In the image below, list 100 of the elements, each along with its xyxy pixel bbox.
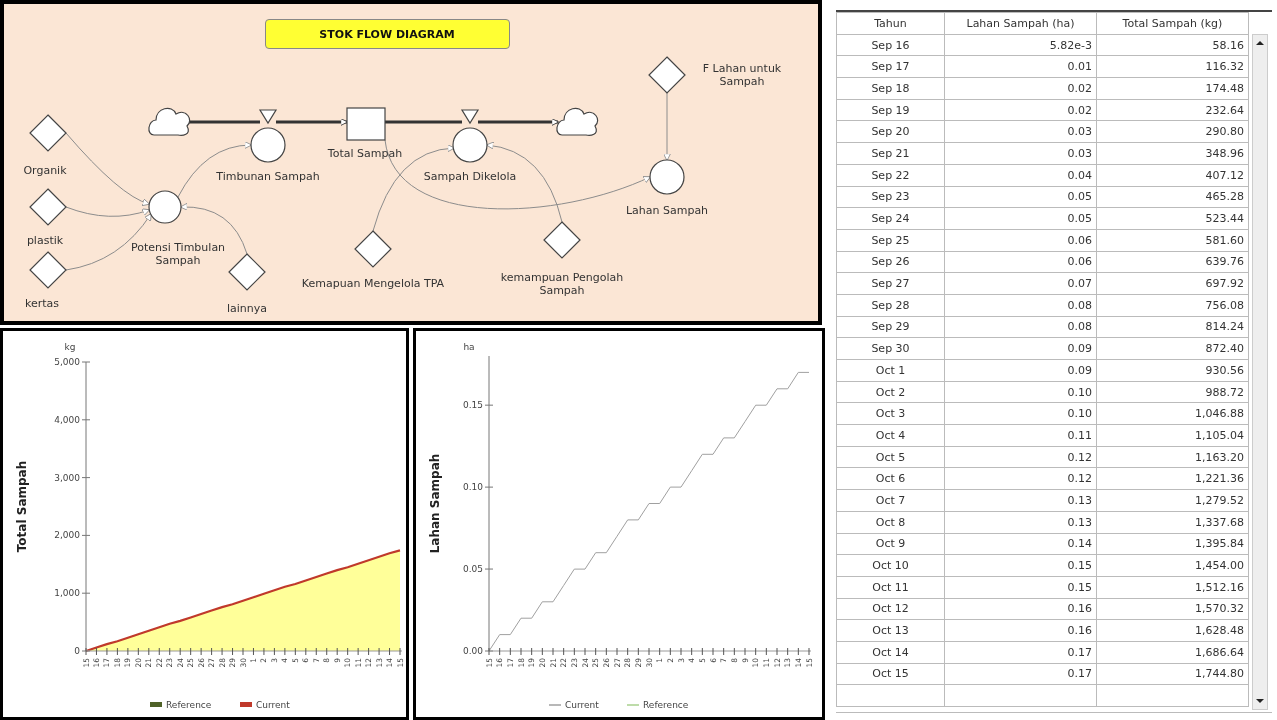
value-text: 0.16	[944, 598, 1097, 620]
date-label: Oct 3	[836, 402, 945, 425]
date-label: Oct 4	[836, 424, 945, 447]
value-text: 0.04	[944, 164, 1097, 186]
variable-label: Potensi Timbulan Sampah	[130, 241, 226, 267]
date-label: Sep 21	[836, 142, 945, 165]
legend-label: Reference	[166, 700, 212, 710]
value-text: 0.03	[944, 120, 1097, 143]
tick-label: 0.00	[462, 646, 483, 656]
link-arrow	[663, 92, 671, 162]
value-text: 0.02	[944, 77, 1097, 100]
link-arrow	[65, 206, 151, 217]
axis-title: Lahan Sampah	[428, 453, 442, 554]
date-label: Sep 18	[836, 77, 945, 100]
flow-pipe	[478, 118, 560, 126]
date-label: Oct 7	[836, 489, 945, 512]
value-text: 0.09	[944, 337, 1097, 360]
variable-label: Total Sampah	[326, 146, 404, 160]
date-label: Sep 30	[836, 337, 945, 360]
value-text: 756.08	[1096, 294, 1249, 317]
legend-label: Current	[256, 700, 290, 710]
link-arrow	[65, 213, 152, 271]
unit-label: kg	[64, 342, 76, 352]
date-label: Oct 2	[836, 381, 945, 403]
value-text: 639.76	[1096, 251, 1249, 273]
value-text: 0.15	[944, 576, 1097, 599]
value-text: 0.05	[944, 207, 1097, 230]
tick-label: 3,000	[54, 472, 80, 483]
date-label: Sep 19	[836, 99, 945, 121]
date-label: Sep 17	[836, 55, 945, 78]
date-label: Oct 14	[836, 641, 945, 664]
date-label: Oct 11	[836, 576, 945, 599]
value-text: 0.12	[944, 467, 1097, 490]
value-text: 116.32	[1096, 55, 1249, 78]
tick-label: 5,000	[54, 357, 80, 367]
date-label: Oct 1	[836, 359, 945, 382]
value-text: 0.05	[944, 186, 1097, 208]
value-text: 0.12	[944, 446, 1097, 468]
value-text: 0.15	[944, 554, 1097, 577]
value-text: 1,686.64	[1096, 641, 1249, 664]
date-label: Sep 28	[836, 294, 945, 317]
value-text: 58.16	[1096, 34, 1249, 56]
value-text: 697.92	[1096, 272, 1249, 295]
date-label: Oct 13	[836, 619, 945, 642]
date-label: Sep 22	[836, 164, 945, 186]
value-text: 0.09	[944, 359, 1097, 382]
value-text: 872.40	[1096, 337, 1249, 360]
date-label: Sep 23	[836, 186, 945, 208]
tick-label: 0.15	[462, 400, 483, 411]
date-label: Oct 9	[836, 533, 945, 555]
value-text: 0.10	[944, 402, 1097, 425]
variable-label: kemampuan Pengolah Sampah	[499, 271, 625, 297]
date-label: Oct 8	[836, 511, 945, 533]
value-text: 814.24	[1096, 316, 1249, 338]
date-label: Sep 26	[836, 251, 945, 273]
value-text: 174.48	[1096, 77, 1249, 100]
link-arrow	[65, 132, 151, 206]
date-label: Sep 16	[836, 34, 945, 56]
value-text: 0.10	[944, 381, 1097, 403]
legend-label: Current	[565, 700, 599, 710]
value-text: 1,046.88	[1096, 402, 1249, 425]
value-text: 0.16	[944, 619, 1097, 642]
axis-title: Total Sampah	[15, 460, 29, 553]
column-header: Lahan Sampah (ha)	[944, 12, 1097, 35]
date-label: Oct 5	[836, 446, 945, 468]
variable-label: Timbunan Sampah	[215, 169, 321, 183]
value-text: 0.13	[944, 511, 1097, 533]
title-banner: STOK FLOW DIAGRAM	[264, 19, 510, 49]
value-text: 1,454.00	[1096, 554, 1249, 577]
value-text: 1,221.36	[1096, 467, 1249, 490]
date-label: Oct 6	[836, 467, 945, 490]
column-header: Tahun	[836, 12, 945, 35]
value-text: 0.07	[944, 272, 1097, 295]
value-text: 407.12	[1096, 164, 1249, 186]
value-text: 0.17	[944, 663, 1097, 685]
value-text: 0.14	[944, 533, 1097, 555]
variable-label: kertas	[23, 296, 61, 310]
value-text: 523.44	[1096, 207, 1249, 230]
value-text: 930.56	[1096, 359, 1249, 382]
flow-pipe	[385, 120, 462, 124]
value-text: 1,512.16	[1096, 576, 1249, 599]
value-text: 1,395.84	[1096, 533, 1249, 555]
variable-label: Lahan Sampah	[624, 203, 710, 217]
date-label: Sep 24	[836, 207, 945, 230]
value-text: 290.80	[1096, 120, 1249, 143]
variable-label: F Lahan untuk Sampah	[701, 62, 783, 88]
legend-label: Reference	[643, 700, 689, 710]
date-label: Sep 25	[836, 229, 945, 252]
tick-label: 1,000	[54, 588, 80, 599]
value-text: 0.03	[944, 142, 1097, 165]
date-label: Sep 20	[836, 120, 945, 143]
value-text: 1,337.68	[1096, 511, 1249, 533]
value-text: 0.02	[944, 99, 1097, 121]
date-label: Sep 29	[836, 316, 945, 338]
value-text: 232.64	[1096, 99, 1249, 121]
variable-label: Sampah Dikelola	[422, 169, 518, 183]
value-text: 0.08	[944, 294, 1097, 317]
tick-label: 4,000	[54, 414, 80, 425]
variable-label: lainnya	[225, 301, 268, 315]
value-text: 0.01	[944, 55, 1097, 78]
